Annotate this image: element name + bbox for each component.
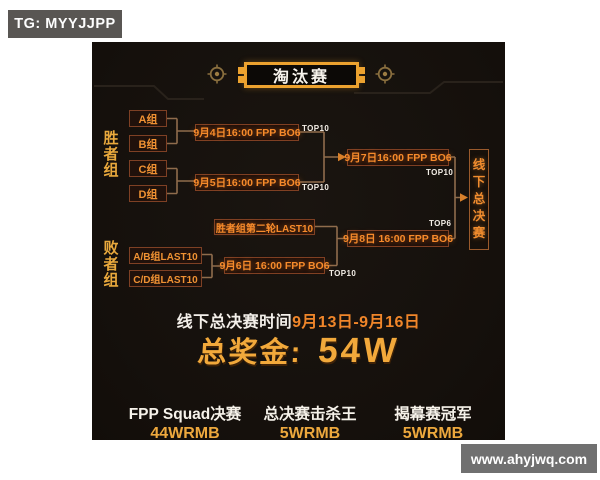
prize-column-opener-champion: 揭幕赛冠军 5WRMB	[363, 402, 503, 443]
losers-group-label: 败者组	[103, 240, 119, 289]
prize-amount: 44WRMB	[150, 425, 220, 442]
prize-title: FPP Squad决赛	[128, 406, 242, 423]
finals-time-line: 线下总决赛时间9月13日-9月16日	[92, 308, 505, 332]
advance-tag-top10: TOP10	[302, 183, 330, 192]
group-box-b: B组	[129, 135, 167, 152]
advance-tag-top6: TOP6	[429, 219, 452, 228]
match-box-sep7: 9月7日16:00 FPP BO6	[344, 149, 452, 166]
watermark-badge: www.ahyjwq.com	[461, 444, 597, 473]
group-box-a: A组	[129, 110, 167, 127]
group-box-ab-last10: A/B组LAST10	[129, 247, 202, 264]
prize-title: 总决赛击杀王	[263, 406, 357, 423]
advance-tag-top10: TOP10	[329, 269, 357, 278]
plate-notch	[238, 67, 245, 74]
group-box-d: D组	[129, 185, 167, 202]
prize-column-kill-king: 总决赛击杀王 5WRMB	[240, 402, 380, 443]
match-box-sep8: 9月8日 16:00 FPP BO6	[343, 230, 453, 247]
tournament-poster-panel: 淘汰赛 胜者组 A组 B组 C组 D组 9月4日16:00 FPP BO6 TO…	[91, 42, 507, 443]
crosshair-icon-right	[375, 64, 395, 84]
plate-notch	[358, 76, 365, 83]
prize-pool-line: 总奖金: 54W	[91, 329, 507, 371]
advance-tag-top10: TOP10	[426, 168, 454, 177]
prize-title: 揭幕赛冠军	[394, 406, 472, 423]
winners-group-label: 胜者组	[103, 130, 119, 179]
arrow-icon	[460, 193, 468, 202]
prize-column-fpp-final: FPP Squad决赛 44WRMB	[110, 402, 260, 443]
prize-pool-label: 总奖金:	[196, 337, 304, 369]
finals-time-prefix: 线下总决赛时间	[176, 314, 293, 331]
plate-notch	[238, 76, 245, 83]
finals-time-dates: 9月13日-9月16日	[292, 314, 421, 331]
match-box-sep4: 9月4日16:00 FPP BO6	[193, 124, 301, 141]
match-box-sep6: 9月6日 16:00 FPP BO6	[219, 257, 330, 274]
bracket-title: 淘汰赛	[272, 69, 330, 86]
prize-pool-value: 54W	[316, 331, 401, 370]
crosshair-icon-left	[207, 64, 227, 84]
grand-final-label: 线下总决赛	[472, 158, 486, 240]
match-box-winners-round2: 胜者组第二轮LAST10	[214, 219, 315, 235]
plate-notch	[358, 67, 365, 74]
prize-amount: 5WRMB	[279, 425, 341, 442]
group-box-cd-last10: C/D组LAST10	[129, 270, 202, 287]
advance-tag-top10: TOP10	[302, 124, 330, 133]
group-box-c: C组	[129, 160, 167, 177]
bracket-title-plate: 淘汰赛	[238, 62, 365, 88]
grand-final-box: 线下总决赛	[469, 149, 489, 250]
prize-amount: 5WRMB	[402, 425, 464, 442]
tg-badge: TG: MYYJJPP	[8, 10, 122, 38]
match-box-sep5: 9月5日16:00 FPP BO6	[193, 174, 301, 191]
